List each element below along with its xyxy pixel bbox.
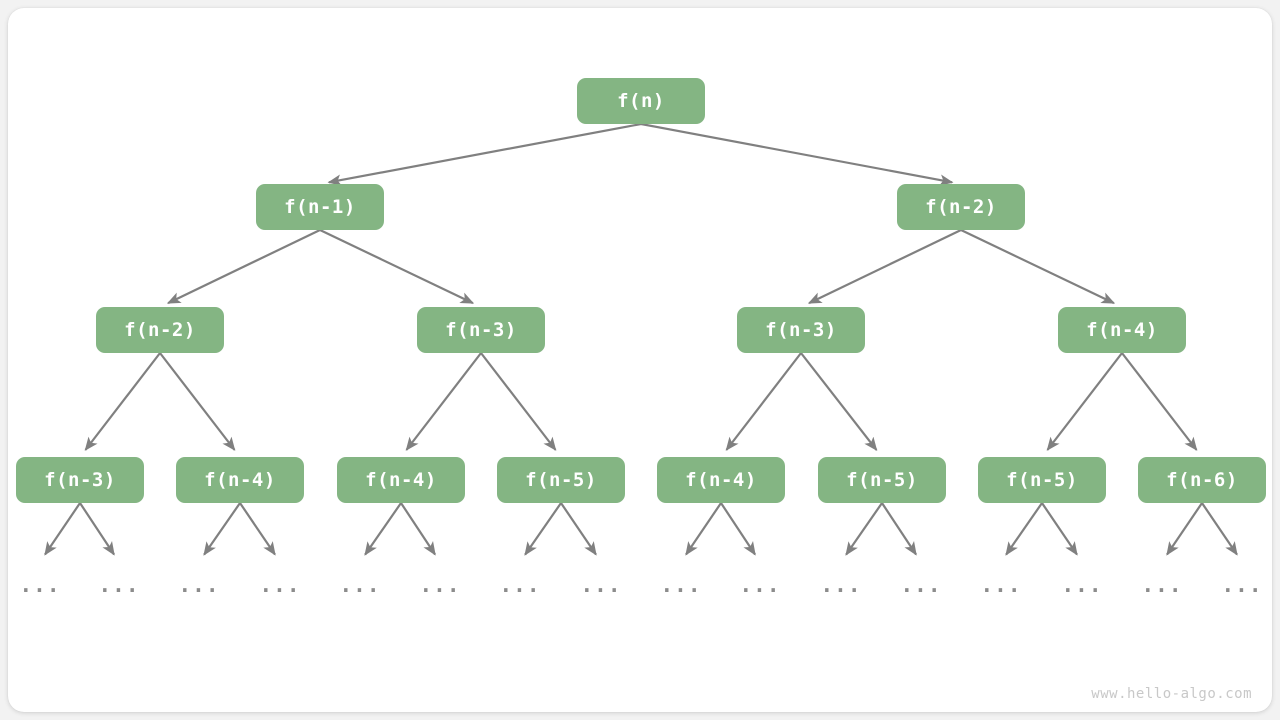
tree-node-n0: f(n) bbox=[577, 78, 705, 124]
ellipsis-marker: ... bbox=[1141, 573, 1183, 597]
ellipsis-marker: ... bbox=[339, 573, 381, 597]
tree-node-n8: f(n-4) bbox=[176, 457, 304, 503]
tree-node-n3: f(n-2) bbox=[96, 307, 224, 353]
ellipsis-marker: ... bbox=[499, 573, 541, 597]
tree-node-n2: f(n-2) bbox=[897, 184, 1025, 230]
tree-node-n7: f(n-3) bbox=[16, 457, 144, 503]
ellipsis-marker: ... bbox=[98, 573, 140, 597]
tree-node-label: f(n-4) bbox=[204, 469, 276, 491]
tree-node-label: f(n-5) bbox=[846, 469, 918, 491]
ellipsis-marker: ... bbox=[259, 573, 301, 597]
tree-node-n10: f(n-5) bbox=[497, 457, 625, 503]
tree-node-label: f(n-3) bbox=[765, 319, 837, 341]
tree-node-label: f(n-5) bbox=[525, 469, 597, 491]
ellipsis-marker: ... bbox=[19, 573, 61, 597]
tree-node-n5: f(n-3) bbox=[737, 307, 865, 353]
ellipsis-marker: ... bbox=[660, 573, 702, 597]
tree-node-n1: f(n-1) bbox=[256, 184, 384, 230]
tree-node-n11: f(n-4) bbox=[657, 457, 785, 503]
tree-node-n12: f(n-5) bbox=[818, 457, 946, 503]
tree-node-n6: f(n-4) bbox=[1058, 307, 1186, 353]
tree-node-n13: f(n-5) bbox=[978, 457, 1106, 503]
ellipsis-marker: ... bbox=[739, 573, 781, 597]
tree-node-label: f(n-1) bbox=[284, 196, 356, 218]
tree-node-label: f(n-2) bbox=[124, 319, 196, 341]
ellipsis-marker: ... bbox=[580, 573, 622, 597]
ellipsis-marker: ... bbox=[1221, 573, 1263, 597]
tree-node-label: f(n-4) bbox=[365, 469, 437, 491]
tree-node-label: f(n-6) bbox=[1166, 469, 1238, 491]
tree-node-label: f(n-4) bbox=[1086, 319, 1158, 341]
tree-node-n14: f(n-6) bbox=[1138, 457, 1266, 503]
tree-node-label: f(n-3) bbox=[445, 319, 517, 341]
ellipsis-marker: ... bbox=[980, 573, 1022, 597]
tree-node-n9: f(n-4) bbox=[337, 457, 465, 503]
ellipsis-marker: ... bbox=[1061, 573, 1103, 597]
tree-node-n4: f(n-3) bbox=[417, 307, 545, 353]
ellipsis-marker: ... bbox=[419, 573, 461, 597]
tree-node-label: f(n-2) bbox=[925, 196, 997, 218]
tree-node-label: f(n-5) bbox=[1006, 469, 1078, 491]
ellipsis-marker: ... bbox=[900, 573, 942, 597]
ellipsis-marker: ... bbox=[178, 573, 220, 597]
ellipsis-marker: ... bbox=[820, 573, 862, 597]
tree-node-label: f(n-3) bbox=[44, 469, 116, 491]
tree-node-label: f(n-4) bbox=[685, 469, 757, 491]
tree-node-label: f(n) bbox=[617, 90, 665, 112]
watermark: www.hello-algo.com bbox=[1091, 686, 1252, 702]
